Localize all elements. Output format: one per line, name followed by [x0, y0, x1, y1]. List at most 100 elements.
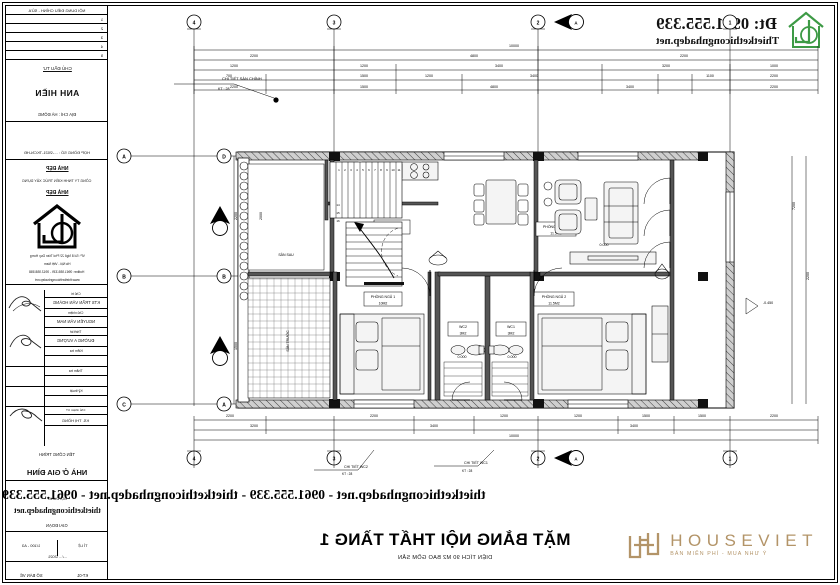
stair-tread-number: 7 — [374, 168, 376, 172]
grid-bubble-column: 4 — [186, 444, 202, 468]
blank-row — [6, 376, 108, 387]
name-label: ĐƯỜNG A VƯỢNG — [57, 338, 95, 344]
room-label: WC2 — [459, 325, 467, 329]
dim-text: 1100 — [706, 74, 714, 78]
grid-bubbles-side: A B C D — [116, 148, 238, 412]
page-title: MẶT BẰNG NỘI THẤT TẦNG 1 — [319, 530, 571, 549]
room-phong-ngu-1: PHÒNG NGỦ 1 10M2 — [339, 291, 425, 395]
company-logo — [30, 202, 84, 250]
stair-side-number: 14 — [336, 203, 340, 207]
dim-text: 3400 — [430, 424, 438, 428]
grid-label: B — [122, 274, 126, 280]
project-name-cell: NHÀ Ở GIA ĐÌNH — [6, 465, 108, 481]
dim-text: 1500 — [698, 414, 706, 418]
owner-name: ANH HIỀN — [34, 87, 80, 98]
window-symbol — [353, 399, 415, 409]
revision-number: 1 — [97, 15, 108, 24]
contract-line: HỢP ĐỒNG SỐ : ..../2021-TKCN-HĐ — [23, 150, 91, 155]
level-label: -0.450 — [763, 301, 773, 305]
role-label: Chủ trì — [71, 291, 81, 296]
dim-text: 1200 — [500, 414, 508, 418]
dim-text: 7200 — [792, 202, 796, 210]
fixture-basin — [450, 345, 466, 355]
level-label: 0.000 — [458, 355, 467, 359]
grid-bubble-column: 2 — [530, 444, 546, 468]
fixture-toilet — [466, 344, 486, 356]
grid-bubble-column: 1 — [722, 444, 738, 468]
company-addr-3-cell: Hotline: 0961.555.339 - 0912.558.558 — [6, 268, 108, 276]
section-note-scale: KT : 28 — [342, 472, 352, 476]
stair-tread-number: 3 — [350, 168, 352, 172]
room-wc1: WC1 3M2 — [488, 321, 529, 397]
section-marker-label: A — [574, 20, 578, 25]
title-block: NỘI DUNG ĐIỀU CHỈNH - SỬA 1 2 3 4 5 CHỦ … — [6, 6, 108, 579]
door-swing — [503, 381, 523, 401]
furniture-wardrobe — [651, 305, 669, 363]
houseviet-logo: HOUSEVIET BÁN MIỄN PHÍ - MUA NHƯ Ý — [626, 527, 818, 563]
dim-text: 1500 — [360, 85, 368, 89]
door-swing — [533, 267, 563, 297]
company-addr-1: VP: Số 8 Ngõ 22 Phố Trần Duy Hưng — [29, 253, 85, 258]
room-label: SÂN TRƯỚC — [285, 330, 290, 352]
grid-label: A — [122, 154, 126, 160]
section-marker-side — [210, 206, 230, 236]
door-swing — [643, 241, 671, 269]
dim-text: 3400 — [530, 74, 538, 78]
gate-slats — [237, 157, 250, 403]
grid-label: B — [222, 274, 226, 280]
house-outline-green-icon — [788, 11, 824, 48]
company-addr-2-cell: Hà Nội - Việt Nam — [6, 260, 108, 268]
dim-text: 3400 — [626, 85, 634, 89]
door-swing — [643, 209, 671, 237]
dim-text: 3400 — [630, 424, 638, 428]
grid-label: D — [222, 154, 226, 160]
grid-bubble-row-inner: B — [216, 268, 232, 284]
section-marker-bottom: A — [554, 450, 584, 466]
dim-text: 1500 — [642, 414, 650, 418]
revision-row: 5 — [6, 51, 108, 60]
door-swing — [643, 177, 671, 205]
dim-text: 2200 — [250, 54, 258, 58]
room-wc2: WC2 3M2 0.000 — [443, 321, 486, 397]
company-addr-4: www.thietkethicongnhadep.net — [34, 277, 80, 282]
meta-cell: .../... /2021 — [6, 552, 108, 562]
name-cell: KTS TRẦN VĂN HOÀNG — [44, 298, 108, 309]
blank-row — [6, 396, 108, 407]
fixture-toilet — [488, 344, 510, 356]
furniture-plant — [654, 263, 670, 280]
dim-text: 2200 — [770, 74, 778, 78]
dimension-ladder-top: 10000 2200 4800 2200 1000 3200 3400 1200… — [193, 44, 819, 94]
dim-text: 1000 — [770, 64, 778, 68]
windows — [353, 151, 735, 409]
grid-label: 1 — [729, 20, 732, 26]
signature-mark — [9, 334, 42, 349]
company-addr-2: Hà Nội - Việt Nam — [43, 261, 71, 266]
company-caption: CÔNG TY TNHH KIẾN TRÚC XÂY DỰNG — [22, 178, 92, 183]
drawing-name-cell: thietkethicongnhadep.net — [6, 504, 108, 518]
meta-cell: SỐ BẢN VẼ — [6, 570, 57, 582]
role-cell: Chủ nhiệm CT — [44, 407, 108, 415]
company-name2-cell: NHÀ ĐẸP — [6, 188, 108, 198]
dim-text: 1500 — [360, 74, 368, 78]
owner-address: ĐỊA CHỈ : HÀ ĐÔNG — [37, 111, 77, 117]
owner-caption-cell: CHỦ ĐẦU TƯ — [6, 61, 108, 77]
header-branding: Đt: 0961.555.339 Thietkethicongnhadep.ne… — [656, 10, 826, 50]
grid-bubble-column: 4 — [186, 14, 202, 406]
stair-tread-number: 9 — [386, 168, 388, 172]
name-cell: KS. THỊ HỒNG — [44, 415, 108, 426]
stair-tread-number: 11 — [397, 168, 400, 172]
signature-mark — [9, 408, 43, 422]
dim-text: 3200 — [662, 64, 670, 68]
owner-name-cell: ANH HIỀN — [6, 84, 108, 102]
level-label: 0.000 — [600, 243, 609, 247]
window-symbol — [577, 151, 639, 161]
furniture-bed — [537, 313, 647, 395]
role-label: Thẩm tra — [69, 368, 83, 373]
company-brand: NHÀ ĐẸP — [45, 166, 69, 173]
section-note: CHI TIẾT WC1 — [464, 460, 488, 465]
revision-row: 3 — [6, 33, 108, 42]
meta-value: .../... /2021 — [47, 554, 67, 559]
meta-key: TỈ LỆ — [77, 542, 88, 548]
signature-table: Chủ trì KTS TRẦN VĂN HOÀNG Chủ nhiệm NGU… — [6, 290, 108, 446]
dim-text: 1200 — [230, 64, 238, 68]
